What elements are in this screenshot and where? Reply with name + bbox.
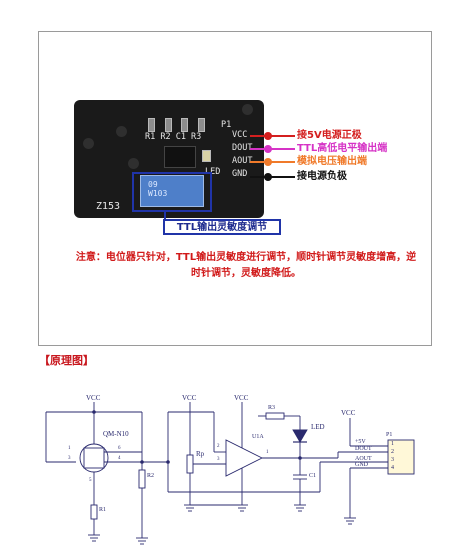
opamp-label: U1A — [252, 434, 264, 440]
silk-led: LED — [205, 167, 221, 177]
silk-pin-gnd: GND — [232, 169, 248, 179]
led-label: LED — [311, 423, 325, 431]
potentiometer-callout-label: TTL输出灵敏度调节 — [163, 219, 281, 235]
resistor-r2 — [165, 118, 172, 132]
smd-led — [202, 150, 211, 162]
header-pin-4: 4 — [391, 465, 394, 471]
pin-line-vcc — [250, 135, 268, 137]
pin-label-vcc: 接5V电源正极 — [297, 130, 362, 141]
pin-line-dout — [250, 148, 268, 150]
sensor-pin-3: 3 — [68, 456, 71, 461]
mount-hole — [242, 104, 253, 115]
pin-line-dout-2 — [271, 148, 295, 150]
silk-pin-aout: AOUT — [232, 156, 253, 166]
aout-label: AOUT — [355, 456, 372, 462]
r1-label: R1 — [99, 507, 107, 513]
silk-pin-vcc: VCC — [232, 130, 248, 140]
capacitor-c1 — [181, 118, 188, 132]
header-pin-3: 3 — [391, 457, 394, 463]
pin-line-aout-2 — [271, 161, 295, 163]
resistor-r3 — [198, 118, 205, 132]
silk-pin-dout: DOUT — [232, 143, 253, 153]
header-pin-1: 1 — [391, 441, 394, 447]
rp-label: Rp — [196, 450, 205, 458]
adjustment-note: 注意：电位器只针对，TTL输出灵敏度进行调节，顺时针调节灵敏度增高，逆时针调节，… — [75, 252, 417, 279]
vcc-label-3: VCC — [234, 394, 249, 402]
pin-label-gnd: 接电源负极 — [297, 171, 347, 182]
sensor-pin-1: 1 — [68, 446, 71, 451]
potentiometer: 09 W103 — [140, 175, 204, 207]
vcc-label-1: VCC — [86, 394, 101, 402]
r2-label: R2 — [147, 473, 155, 479]
pin-label-dout: TTL高低电平输出端 — [297, 143, 388, 154]
schematic-section-title: 【原理图】 — [39, 354, 94, 367]
sensor-pin-5: 5 — [89, 478, 92, 483]
pin-dot-aout — [264, 158, 272, 166]
pin-line-aout — [250, 161, 268, 163]
pin-dot-gnd — [264, 173, 272, 181]
pin-line-gnd — [250, 176, 268, 178]
pin-dot-dout — [264, 145, 272, 153]
mount-hole — [83, 138, 94, 149]
pin-line-vcc-2 — [271, 135, 295, 137]
silk-p1: P1 — [221, 120, 232, 130]
callout-connector — [164, 212, 166, 221]
silk-model: Z153 — [96, 201, 121, 212]
c1-label: C1 — [309, 473, 317, 479]
vcc-label-4: VCC — [341, 409, 356, 417]
dout-label: DOUT — [355, 446, 372, 452]
pin-label-aout: 模拟电压输出端 — [297, 156, 367, 167]
pin-line-gnd-2 — [271, 176, 295, 178]
potentiometer-highlight-box — [132, 172, 212, 212]
opamp-pin-1: 1 — [266, 450, 269, 455]
ic-chip — [164, 146, 196, 168]
sensor-pin-4: 4 — [118, 456, 121, 461]
p1-label: P1 — [386, 432, 393, 438]
sensor-pin-6: 6 — [118, 446, 121, 451]
opamp-pin-2: 2 — [217, 444, 220, 449]
gnd-label: GND — [355, 462, 368, 468]
silk-component-labels: R1 R2 C1 R3 — [145, 132, 202, 142]
pin-dot-vcc — [264, 132, 272, 140]
vcc-label-2: VCC — [182, 394, 197, 402]
mount-hole — [116, 126, 127, 137]
pot-marking: 09 W103 — [148, 180, 168, 198]
sensor-label: QM-N10 — [103, 430, 129, 438]
header-pin-2: 2 — [391, 449, 394, 455]
r3-label: R3 — [268, 405, 276, 411]
resistor-r1 — [148, 118, 155, 132]
mount-hole — [128, 158, 139, 169]
plus5v-label: +5V — [355, 439, 366, 445]
opamp-pin-3: 3 — [217, 457, 220, 462]
